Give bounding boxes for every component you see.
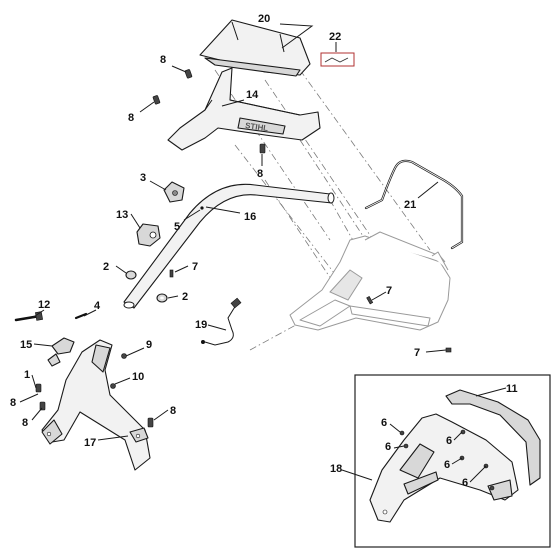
lower-frame-part-17[interactable] (41, 339, 151, 471)
svg-text:STIHL: STIHL (245, 121, 269, 133)
washer-part-2a[interactable] (125, 270, 137, 280)
callout-20[interactable]: 20 (258, 13, 270, 25)
callout-labels: 20 22 8 8 14 8 3 16 5 13 21 2 7 2 7 12 4… (10, 13, 518, 489)
callout-6[interactable]: 6 (444, 459, 450, 471)
hinge-clip-part-15[interactable] (47, 337, 75, 367)
callout-6[interactable]: 6 (385, 441, 391, 453)
callout-19[interactable]: 19 (195, 319, 207, 331)
callout-4[interactable]: 4 (94, 300, 101, 312)
callout-8[interactable]: 8 (257, 168, 263, 180)
callout-12[interactable]: 12 (38, 299, 50, 311)
callout-8[interactable]: 8 (170, 405, 176, 417)
lower-assembly-part-18[interactable] (369, 413, 519, 523)
switch-housing-part-13[interactable] (136, 223, 161, 247)
callout-8[interactable]: 8 (22, 417, 28, 429)
bowden-cable-part-19[interactable] (201, 297, 242, 346)
callout-14[interactable]: 14 (246, 89, 259, 101)
callout-11[interactable]: 11 (506, 383, 518, 395)
callout-6[interactable]: 6 (462, 477, 468, 489)
callout-18[interactable]: 18 (330, 463, 342, 475)
inset-panel (354, 374, 551, 548)
screw-icon (403, 443, 409, 449)
screw-icon (184, 69, 193, 79)
screw-icon (445, 347, 452, 353)
bolt-part-12[interactable] (14, 311, 43, 322)
callout-5[interactable]: 5 (174, 221, 180, 233)
nut-icon (110, 383, 116, 389)
callout-3[interactable]: 3 (140, 172, 146, 184)
callout-8[interactable]: 8 (160, 54, 166, 66)
callout-7[interactable]: 7 (414, 347, 420, 359)
callout-21[interactable]: 21 (404, 199, 416, 211)
decal-part-22[interactable] (320, 52, 355, 67)
callout-13[interactable]: 13 (116, 209, 128, 221)
screw-icon (460, 429, 466, 435)
screw-icon (39, 401, 46, 411)
washer-part-2b[interactable] (156, 293, 168, 303)
callout-17[interactable]: 17 (84, 437, 96, 449)
callout-8[interactable]: 8 (128, 112, 134, 124)
screw-icon (259, 143, 266, 154)
screw-icon (169, 269, 174, 278)
screw-part-4[interactable] (74, 312, 88, 320)
callout-2[interactable]: 2 (103, 261, 109, 273)
callout-22[interactable]: 22 (329, 31, 341, 43)
screw-icon (489, 485, 495, 491)
clip-part-3[interactable] (163, 181, 185, 203)
screw-icons-top (152, 69, 266, 154)
callout-leaders (19, 23, 507, 483)
ghost-lower-assembly (289, 231, 451, 331)
hardware-icons-lower-left (35, 269, 452, 428)
handlebar-tube-part-16[interactable] (123, 183, 335, 309)
screw-icon (147, 417, 154, 428)
screw-icon (399, 430, 405, 436)
cover-panel-part-20[interactable] (199, 19, 311, 77)
callout-16[interactable]: 16 (244, 211, 256, 223)
callout-10[interactable]: 10 (132, 371, 144, 383)
wire-bow-part-21[interactable] (364, 159, 464, 250)
grip-part-11[interactable] (445, 389, 541, 486)
callout-1[interactable]: 1 (24, 369, 30, 381)
screw-icon (152, 95, 161, 105)
callout-15[interactable]: 15 (20, 339, 32, 351)
callout-7[interactable]: 7 (386, 285, 392, 297)
callout-7[interactable]: 7 (192, 261, 198, 273)
callout-6[interactable]: 6 (381, 417, 387, 429)
screw-icon (366, 295, 374, 305)
callout-6[interactable]: 6 (446, 435, 452, 447)
callout-2[interactable]: 2 (182, 291, 188, 303)
callout-9[interactable]: 9 (146, 339, 152, 351)
screw-icon (35, 383, 42, 393)
nut-icon (121, 353, 127, 359)
callout-8[interactable]: 8 (10, 397, 16, 409)
console-housing-part-14[interactable]: STIHL (167, 67, 321, 151)
